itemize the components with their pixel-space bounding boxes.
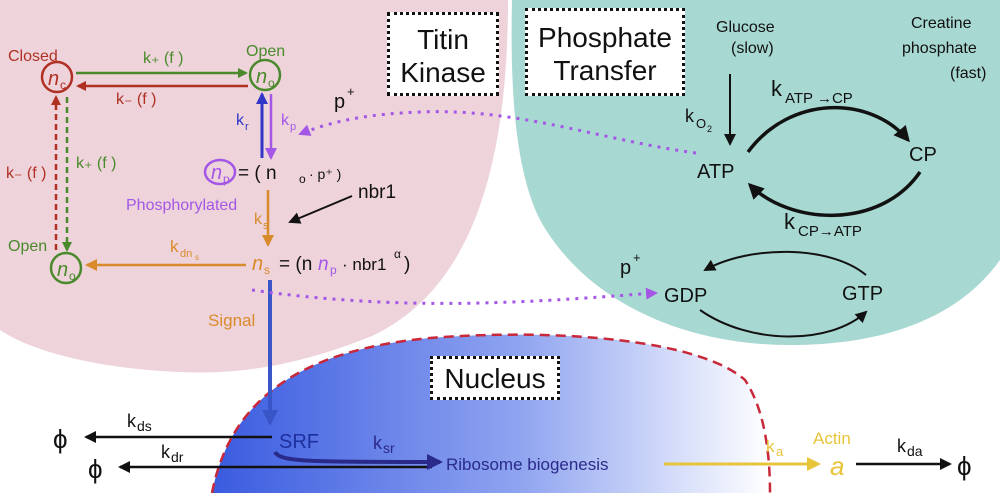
open-label-bottom: Open bbox=[8, 238, 47, 255]
k-r-sub: r bbox=[245, 121, 249, 133]
np-equation-open: = ( n bbox=[238, 163, 277, 184]
k-a-sub: a bbox=[776, 444, 784, 459]
glucose-label: Glucose bbox=[716, 19, 775, 36]
open-state-bottom-n: n bbox=[57, 259, 68, 281]
open-state-top-n: n bbox=[256, 66, 267, 88]
phosphorylated-label: Phosphorylated bbox=[126, 197, 237, 214]
srf-label: SRF bbox=[279, 431, 319, 453]
ns-equation-np-sub: p bbox=[330, 263, 337, 277]
k-minus-top-label: k₋ (f ) bbox=[116, 91, 156, 108]
k-da-label: k bbox=[897, 436, 907, 456]
ns-sub: s bbox=[264, 263, 270, 277]
closed-state-sub: c bbox=[60, 78, 66, 92]
k-cp-atp-label: k bbox=[784, 209, 796, 234]
ribosome-biogenesis-label: Ribosome biogenesis bbox=[446, 455, 609, 474]
arrow-srf-to-ribosome bbox=[273, 450, 443, 470]
open-state-bottom-circle bbox=[49, 251, 83, 285]
ns-equation-end: · nbr1 bbox=[342, 255, 386, 274]
k-o2-label: k bbox=[685, 106, 695, 126]
phosphate-transfer-box: Phosphate Transfer bbox=[525, 8, 685, 96]
creatine-line-2: phosphate bbox=[902, 40, 977, 57]
ns-n: n bbox=[252, 253, 263, 275]
k-s-sub: s bbox=[263, 220, 269, 232]
arrow-atp-to-cp bbox=[746, 105, 910, 154]
signal-label: Signal bbox=[208, 311, 255, 330]
closed-label: Closed bbox=[8, 48, 58, 65]
closed-state-circle bbox=[40, 60, 74, 94]
glucose-note: (slow) bbox=[731, 40, 774, 57]
np-sub: p bbox=[223, 172, 230, 186]
cp-label: CP bbox=[909, 144, 937, 166]
k-plus-top-label: k₊ (f ) bbox=[143, 50, 183, 67]
k-s-label: k bbox=[254, 211, 263, 228]
p-plus-left-sup: + bbox=[347, 84, 355, 99]
k-a-label: k bbox=[766, 437, 775, 456]
closed-state-n: n bbox=[48, 68, 59, 90]
arrow-gtp-to-gdp bbox=[703, 250, 867, 276]
ns-equation-close: ) bbox=[404, 254, 410, 275]
p-plus-right: p bbox=[620, 257, 631, 279]
k-p-sub: p bbox=[290, 121, 296, 133]
p-plus-left: p bbox=[334, 91, 345, 113]
nucleus-box: Nucleus bbox=[430, 356, 560, 400]
k-o2-subsub: 2 bbox=[707, 124, 712, 134]
k-dr-label: k bbox=[161, 442, 171, 462]
k-dns-sub: dn bbox=[180, 248, 192, 260]
k-sr-label: k bbox=[373, 433, 383, 453]
k-minus-side-label: k₋ (f ) bbox=[6, 165, 46, 182]
k-dns-subsub: s bbox=[195, 253, 199, 262]
ns-equation-open: = (n bbox=[279, 254, 312, 275]
arrow-nbr1 bbox=[288, 195, 353, 224]
nbr1-label: nbr1 bbox=[358, 182, 396, 203]
k-r-label: k bbox=[236, 112, 245, 129]
phi-right: ϕ bbox=[957, 451, 972, 481]
titin-kinase-region bbox=[0, 0, 508, 373]
k-da-sub: da bbox=[907, 443, 923, 459]
creatine-line-3: (fast) bbox=[950, 65, 986, 82]
atp-label: ATP bbox=[697, 161, 734, 183]
open-label-top: Open bbox=[246, 43, 285, 60]
k-ds-sub: ds bbox=[137, 418, 152, 434]
phi-bottom: ϕ bbox=[88, 454, 103, 484]
open-state-top-circle bbox=[248, 58, 282, 92]
np-circle bbox=[203, 158, 237, 186]
gtp-label: GTP bbox=[842, 283, 883, 305]
np-equation-end: · p⁺ ) bbox=[309, 166, 341, 182]
nucleus-membrane bbox=[210, 333, 772, 493]
actin-a: a bbox=[830, 451, 844, 481]
actin-label: Actin bbox=[813, 429, 851, 448]
k-dns-label: k bbox=[170, 237, 179, 256]
open-state-bottom-sub: o bbox=[69, 269, 76, 283]
k-p-label: k bbox=[281, 112, 290, 129]
nucleus-region bbox=[212, 334, 770, 493]
k-atp-cp-sub: ATP →CP bbox=[785, 90, 853, 107]
creatine-line-1: Creatine bbox=[911, 15, 972, 32]
p-plus-right-sup: + bbox=[633, 250, 641, 265]
k-plus-side-label: k₊ (f ) bbox=[76, 155, 116, 172]
np-n: n bbox=[211, 162, 222, 184]
np-equation-sub: o bbox=[299, 172, 306, 186]
k-sr-sub: sr bbox=[383, 440, 395, 456]
arrow-gdp-to-gtp bbox=[699, 309, 868, 338]
titin-kinase-box: Titin Kinase bbox=[387, 12, 499, 96]
k-o2-sub: O bbox=[696, 116, 706, 131]
p-plus-transfer-arrow bbox=[298, 110, 697, 155]
k-atp-cp-label: k bbox=[771, 76, 783, 101]
k-ds-label: k bbox=[127, 411, 137, 431]
ns-equation-np-n: n bbox=[318, 254, 329, 275]
arrow-cp-to-atp bbox=[747, 171, 922, 218]
ns-equation-alpha: α bbox=[394, 247, 401, 261]
k-cp-atp-sub: CP→ATP bbox=[798, 223, 862, 240]
open-state-top-sub: o bbox=[268, 76, 275, 90]
gdp-label: GDP bbox=[664, 285, 707, 307]
phi-top: ϕ bbox=[53, 424, 68, 454]
k-dr-sub: dr bbox=[171, 449, 184, 465]
